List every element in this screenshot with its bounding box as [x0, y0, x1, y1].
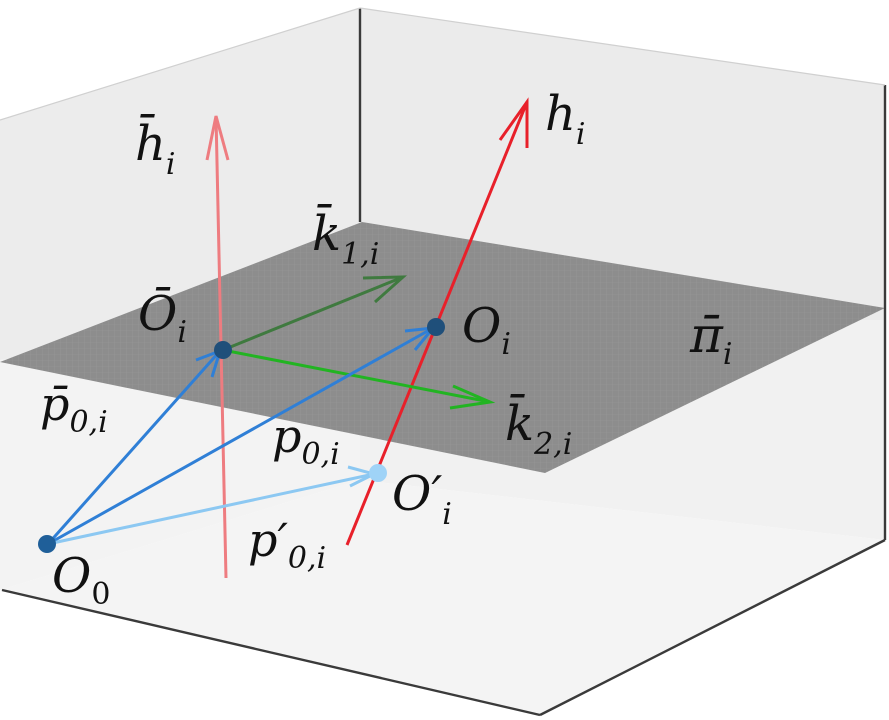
k2-vector-line [222, 348, 491, 404]
k2-vector [222, 348, 496, 410]
point-O-bar-i [214, 341, 232, 359]
label-k1: k̄1,i [312, 203, 379, 272]
plane-pi-bar [0, 222, 885, 473]
p-vector-line [47, 326, 434, 546]
box-edges [1, 8, 887, 717]
label-h-bar-sub: i [166, 147, 176, 182]
k1-vector-line [222, 275, 404, 352]
box-top-right-edge [359, 7, 886, 86]
box-floor-right-edge [539, 538, 886, 717]
label-p-bar-sub: 0,i [69, 405, 107, 440]
h-bar-axis-arrowhead [205, 115, 230, 161]
label-p-sub: 0,i [301, 437, 339, 472]
label-O-0: O0 [52, 548, 110, 612]
label-pi-bar-main: π̄ [689, 306, 724, 364]
label-O-0-sub: 0 [91, 577, 110, 612]
label-pi-bar-sub: i [723, 337, 733, 372]
label-pi-bar: π̄i [689, 306, 732, 372]
label-O-bar-main: Ō [138, 286, 177, 342]
point-O-prime-i [369, 464, 387, 482]
label-k1-sub: 1,i [341, 237, 379, 272]
label-h: hi [545, 86, 586, 152]
point-O-i [427, 318, 445, 336]
point-O-0 [38, 535, 56, 553]
label-O-bar-sub: i [177, 315, 187, 350]
label-p-bar: p̄0,i [40, 377, 108, 440]
label-O-bar: Ōi [138, 286, 187, 350]
label-O-sub: i [501, 327, 511, 362]
label-p-prime-main: p′ [248, 513, 288, 567]
label-O: Oi [462, 298, 511, 362]
label-p-bar-main: p̄ [40, 377, 69, 431]
label-p-prime-sub: 0,i [288, 541, 326, 576]
label-h-sub: i [576, 117, 586, 152]
label-O-prime-sub: i [442, 497, 452, 532]
label-k2: k̄2,i [505, 393, 572, 462]
p-prime-vector-line [47, 472, 375, 546]
k2-vector-arrowhead [449, 384, 496, 410]
label-p-prime: p′0,i [248, 513, 326, 576]
label-O-main: O [462, 298, 501, 354]
k1-vector [222, 275, 408, 352]
floor-pane [0, 480, 885, 715]
k1-vector-arrowhead [362, 275, 408, 304]
label-k2-main: k̄ [505, 393, 534, 452]
back-right-pane [360, 8, 885, 320]
label-h-bar: h̄i [135, 113, 176, 182]
label-O-prime-main: O′ [392, 466, 442, 522]
box-floor-left-edge [1, 588, 541, 717]
h-axis-arrowhead [498, 97, 529, 148]
box-faint-edges [0, 7, 886, 121]
label-p-main: p [272, 409, 301, 463]
label-O-prime: O′i [392, 466, 452, 532]
label-p: p0,i [272, 409, 340, 472]
box-top-left-edge [0, 7, 361, 121]
p-bar-vector-line [46, 350, 222, 545]
label-k1-main: k̄ [312, 203, 341, 262]
label-h-main: h [545, 86, 576, 142]
label-O-0-main: O [52, 548, 91, 604]
label-k2-sub: 2,i [533, 427, 572, 462]
label-h-bar-main: h̄ [135, 113, 166, 172]
